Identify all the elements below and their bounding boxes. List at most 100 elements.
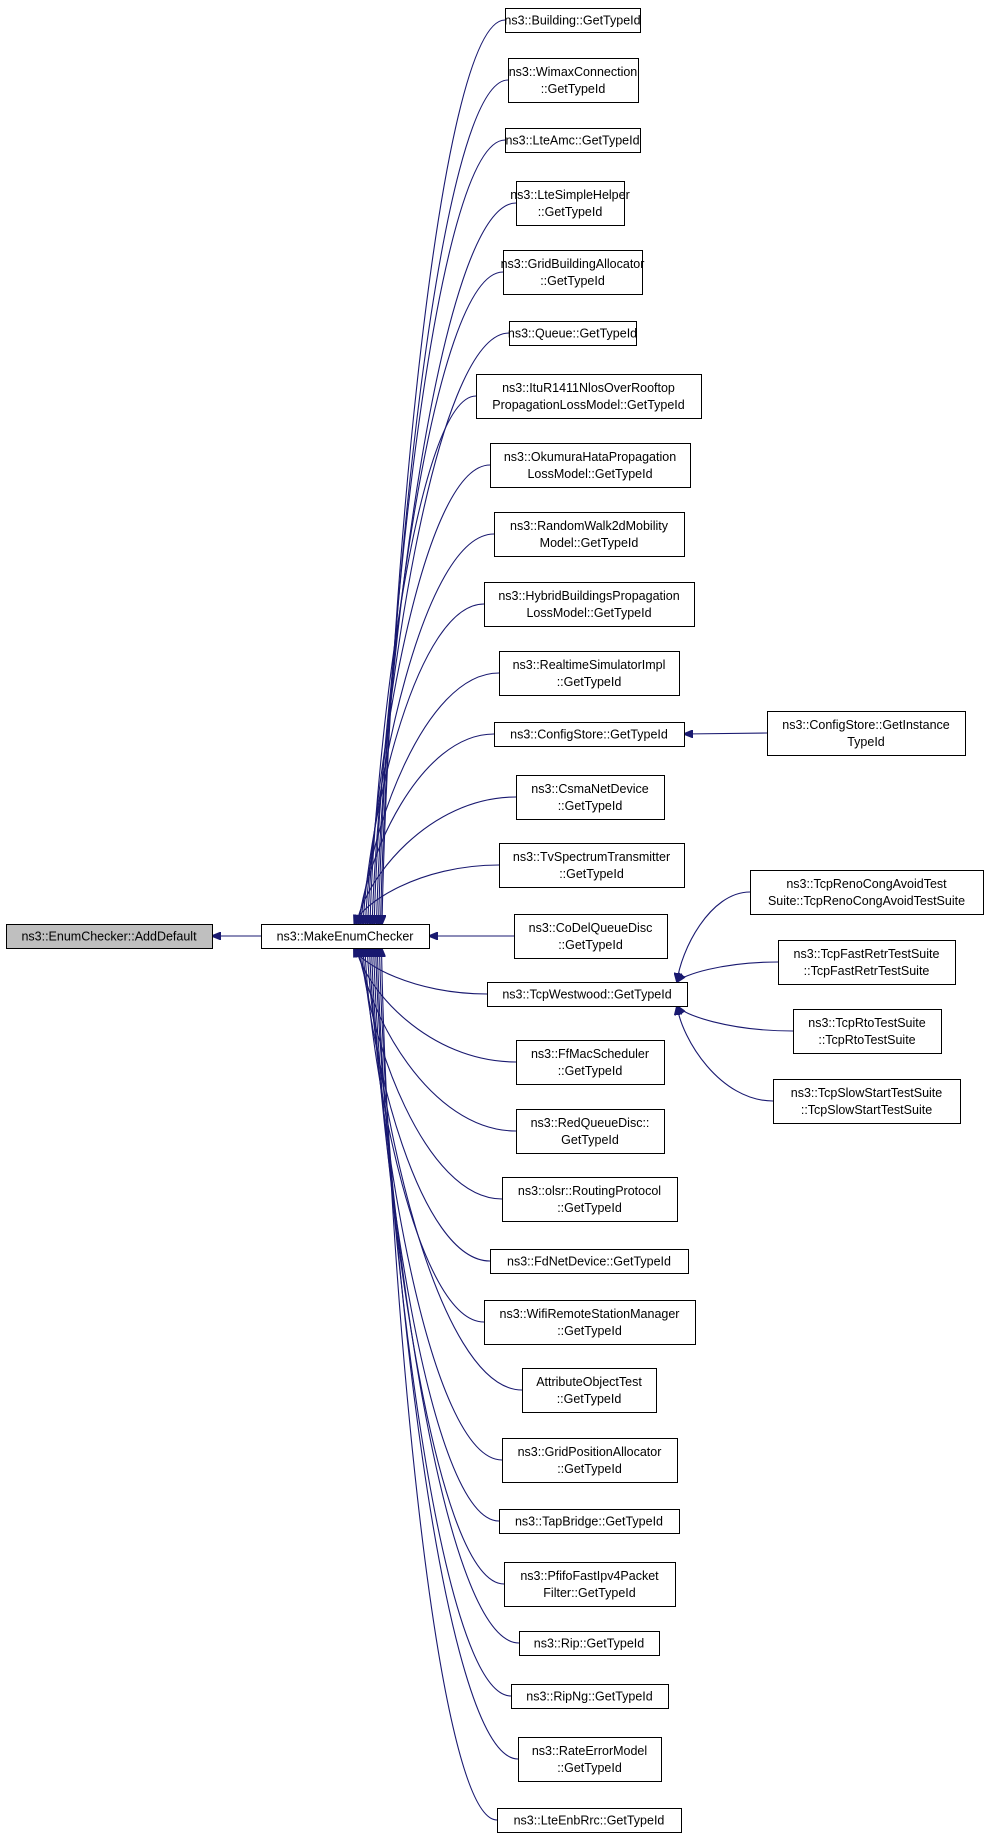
- node-randomwalk[interactable]: ns3::RandomWalk2dMobilityModel::GetTypeI…: [494, 512, 685, 557]
- edge-tcpslow-to-westwood: [677, 1006, 774, 1102]
- node-label-line: ns3::TcpRtoTestSuite: [808, 1016, 925, 1030]
- edge-tcpfast-to-westwood: [677, 961, 779, 982]
- edge-tvspectrum-to-makeenum: [354, 864, 500, 924]
- node-box: [490, 1249, 689, 1274]
- node-label-line: ::GetTypeId: [558, 799, 623, 813]
- node-label-line: ns3::EnumChecker::AddDefault: [21, 930, 197, 944]
- edge-hybrid-to-makeenum: [363, 603, 485, 924]
- node-label-line: PropagationLossModel::GetTypeId: [492, 398, 685, 412]
- node-queue[interactable]: ns3::Queue::GetTypeId: [508, 321, 637, 346]
- node-box: [508, 58, 639, 103]
- node-box: [516, 775, 665, 820]
- node-wimaxconn[interactable]: ns3::WimaxConnection::GetTypeId: [508, 58, 639, 103]
- node-label-line: GetTypeId: [561, 1133, 619, 1147]
- node-adddefault[interactable]: ns3::EnumChecker::AddDefault: [6, 924, 213, 949]
- node-ffmac[interactable]: ns3::FfMacScheduler::GetTypeId: [516, 1040, 665, 1085]
- node-tcprto[interactable]: ns3::TcpRtoTestSuite::TcpRtoTestSuite: [793, 1009, 942, 1054]
- edge-wimaxconn-to-makeenum: [381, 79, 509, 924]
- node-label-line: ns3::RedQueueDisc::: [531, 1116, 650, 1130]
- node-label-line: ns3::RateErrorModel: [532, 1744, 647, 1758]
- node-label-line: ns3::ItuR1411NlosOverRooftop: [502, 381, 675, 395]
- node-fdnet[interactable]: ns3::FdNetDevice::GetTypeId: [490, 1249, 689, 1274]
- node-lteenbrrc[interactable]: ns3::LteEnbRrc::GetTypeId: [497, 1808, 682, 1833]
- node-label-line: ::GetTypeId: [557, 1324, 622, 1338]
- edge-configinst-to-configstore: [684, 733, 768, 734]
- node-tcpslow[interactable]: ns3::TcpSlowStartTestSuite::TcpSlowStart…: [773, 1079, 961, 1124]
- node-label-line: AttributeObjectTest: [536, 1375, 642, 1389]
- node-box: [750, 870, 984, 915]
- node-label-line: ns3::TcpFastRetrTestSuite: [794, 947, 940, 961]
- node-label-line: ::GetTypeId: [559, 867, 624, 881]
- node-westwood[interactable]: ns3::TcpWestwood::GetTypeId: [487, 982, 688, 1007]
- node-box: [503, 250, 643, 295]
- edge-rip-to-makeenum: [376, 948, 520, 1644]
- node-label-line: ns3::LteSimpleHelper: [510, 188, 630, 202]
- node-rateerror[interactable]: ns3::RateErrorModel::GetTypeId: [518, 1737, 662, 1782]
- node-label-line: ns3::ConfigStore::GetInstance: [782, 718, 950, 732]
- node-label-line: ns3::CoDelQueueDisc: [529, 921, 653, 935]
- node-tvspectrum[interactable]: ns3::TvSpectrumTransmitter::GetTypeId: [499, 843, 685, 888]
- edge-tcpreno-to-westwood: [677, 891, 751, 982]
- node-label-line: ns3::TcpRenoCongAvoidTest: [786, 877, 947, 891]
- node-label-line: ns3::GridPositionAllocator: [518, 1445, 662, 1459]
- node-label-line: ns3::RealtimeSimulatorImpl: [513, 658, 666, 672]
- node-box: [505, 8, 641, 33]
- node-hybrid[interactable]: ns3::HybridBuildingsPropagationLossModel…: [484, 582, 695, 627]
- node-label-line: ::GetTypeId: [538, 205, 603, 219]
- node-lteamc[interactable]: ns3::LteAmc::GetTypeId: [505, 128, 641, 153]
- node-label-line: ns3::CsmaNetDevice: [531, 782, 648, 796]
- node-itur1411[interactable]: ns3::ItuR1411NlosOverRooftopPropagationL…: [476, 374, 702, 419]
- node-redqueue[interactable]: ns3::RedQueueDisc::GetTypeId: [516, 1109, 665, 1154]
- node-gridpos[interactable]: ns3::GridPositionAllocator::GetTypeId: [502, 1438, 678, 1483]
- node-label-line: ns3::RandomWalk2dMobility: [510, 519, 669, 533]
- node-ripng[interactable]: ns3::RipNg::GetTypeId: [511, 1684, 669, 1709]
- edge-ripng-to-makeenum: [377, 948, 512, 1697]
- node-attrobj[interactable]: AttributeObjectTest::GetTypeId: [522, 1368, 657, 1413]
- node-box: [484, 1300, 696, 1345]
- node-box: [793, 1009, 942, 1054]
- node-label-line: ns3::OkumuraHataPropagation: [504, 450, 676, 464]
- node-makeenum[interactable]: ns3::MakeEnumChecker: [261, 924, 430, 949]
- node-tcpfast[interactable]: ns3::TcpFastRetrTestSuite::TcpFastRetrTe…: [778, 940, 956, 985]
- edge-okumura-to-makeenum: [368, 464, 491, 924]
- node-label-line: ::GetTypeId: [557, 1462, 622, 1476]
- edges-layer: [212, 19, 794, 1821]
- node-label-line: ns3::ConfigStore::GetTypeId: [510, 728, 668, 742]
- node-olsr[interactable]: ns3::olsr::RoutingProtocol::GetTypeId: [502, 1177, 678, 1222]
- node-label-line: ns3::olsr::RoutingProtocol: [518, 1184, 661, 1198]
- node-label-line: ns3::RipNg::GetTypeId: [526, 1690, 653, 1704]
- node-box: [509, 321, 637, 346]
- node-ltesimple[interactable]: ns3::LteSimpleHelper::GetTypeId: [510, 181, 630, 226]
- node-tapbridge[interactable]: ns3::TapBridge::GetTypeId: [499, 1509, 680, 1534]
- node-box: [499, 651, 680, 696]
- node-wifiremote[interactable]: ns3::WifiRemoteStationManager::GetTypeId: [484, 1300, 696, 1345]
- node-box: [514, 914, 668, 959]
- node-label-line: ns3::TvSpectrumTransmitter: [513, 850, 670, 864]
- node-label-line: ::GetTypeId: [541, 82, 606, 96]
- node-box: [502, 1177, 678, 1222]
- node-label-line: ns3::FfMacScheduler: [531, 1047, 649, 1061]
- edge-csma-to-makeenum: [357, 796, 517, 924]
- node-realtime[interactable]: ns3::RealtimeSimulatorImpl::GetTypeId: [499, 651, 680, 696]
- edge-tapbridge-to-makeenum: [372, 948, 500, 1522]
- node-pfifo[interactable]: ns3::PfifoFastIpv4PacketFilter::GetTypeI…: [504, 1562, 676, 1607]
- node-box: [516, 1109, 665, 1154]
- node-gridbuilding[interactable]: ns3::GridBuildingAllocator::GetTypeId: [501, 250, 645, 295]
- node-csma[interactable]: ns3::CsmaNetDevice::GetTypeId: [516, 775, 665, 820]
- edge-lteamc-to-makeenum: [379, 139, 506, 924]
- node-tcpreno[interactable]: ns3::TcpRenoCongAvoidTestSuite::TcpRenoC…: [750, 870, 984, 915]
- node-box: [490, 443, 691, 488]
- node-box: [6, 924, 213, 949]
- node-okumura[interactable]: ns3::OkumuraHataPropagationLossModel::Ge…: [490, 443, 691, 488]
- node-codel[interactable]: ns3::CoDelQueueDisc::GetTypeId: [514, 914, 668, 959]
- node-building[interactable]: ns3::Building::GetTypeId: [504, 8, 641, 33]
- edge-wifiremote-to-makeenum: [365, 948, 485, 1323]
- node-label-line: ns3::PfifoFastIpv4Packet: [520, 1569, 659, 1583]
- edge-ltesimple-to-makeenum: [376, 202, 517, 924]
- node-configstore[interactable]: ns3::ConfigStore::GetTypeId: [494, 722, 685, 747]
- node-label-line: ns3::MakeEnumChecker: [277, 930, 414, 944]
- node-rip[interactable]: ns3::Rip::GetTypeId: [519, 1631, 660, 1656]
- node-label-line: ns3::GridBuildingAllocator: [501, 257, 645, 271]
